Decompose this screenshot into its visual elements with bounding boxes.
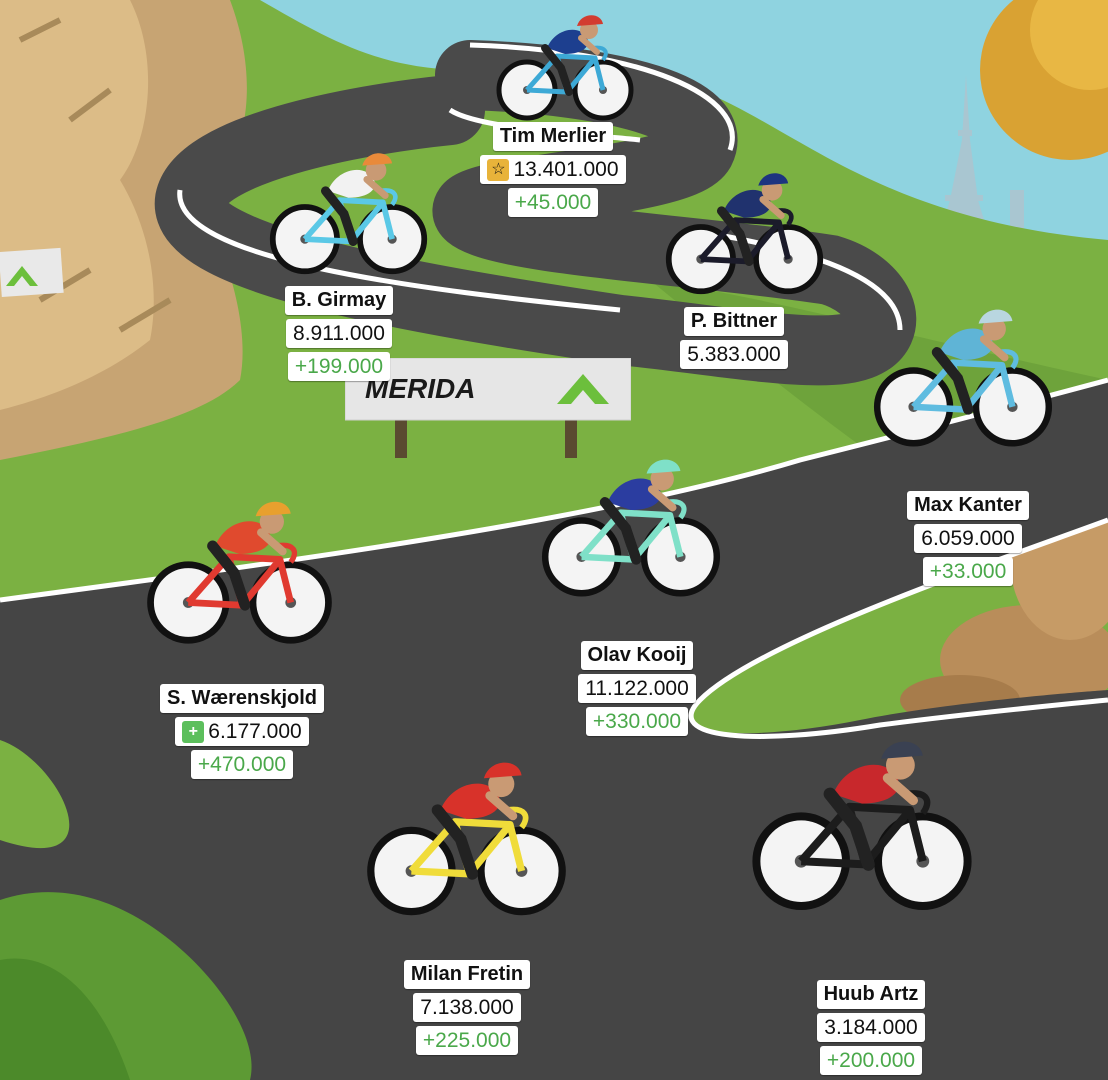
merida-logo-icon <box>6 266 38 286</box>
rider-label-max-kanter[interactable]: Max Kanter 6.059.000 +33.000 <box>907 491 1029 586</box>
rider-value: +6.177.000 <box>175 717 309 746</box>
rider-label-s-waerenskjold[interactable]: S. Wærenskjold +6.177.000 +470.000 <box>159 684 325 779</box>
rider-label-tim-merlier[interactable]: Tim Merlier ☆13.401.000 +45.000 <box>480 122 626 217</box>
rider-huub-artz[interactable] <box>750 730 974 914</box>
rider-delta: +225.000 <box>415 1026 519 1055</box>
rider-name: Huub Artz <box>816 980 926 1009</box>
plus-icon: + <box>182 720 205 743</box>
rider-delta: +33.000 <box>922 557 1014 586</box>
rider-name: P. Bittner <box>683 307 785 336</box>
rider-delta: +330.000 <box>585 707 689 736</box>
rider-name: B. Girmay <box>284 286 394 315</box>
rider-value: 11.122.000 <box>578 674 696 703</box>
rider-label-p-bittner[interactable]: P. Bittner 5.383.000 <box>680 307 788 369</box>
rider-name: S. Wærenskjold <box>159 684 325 713</box>
merida-logo-icon <box>557 374 609 404</box>
rider-delta: +199.000 <box>287 352 391 381</box>
rider-value-text: 6.059.000 <box>921 527 1015 550</box>
rider-name: Olav Kooij <box>580 641 694 670</box>
rider-name: Tim Merlier <box>492 122 614 151</box>
star-icon: ☆ <box>487 158 510 181</box>
rider-value-text: 3.184.000 <box>824 1016 918 1039</box>
rider-value: 7.138.000 <box>413 993 521 1022</box>
rider-olav-kooij[interactable] <box>540 450 722 600</box>
rider-value-text: 13.401.000 <box>513 158 619 181</box>
rider-label-b-girmay[interactable]: B. Girmay 8.911.000 +199.000 <box>284 286 394 381</box>
rider-label-olav-kooij[interactable]: Olav Kooij 11.122.000 +330.000 <box>578 641 696 736</box>
rider-value-text: 5.383.000 <box>687 343 781 366</box>
rider-b-girmay[interactable] <box>268 145 429 277</box>
rider-value-text: 7.138.000 <box>420 996 514 1019</box>
rider-label-milan-fretin[interactable]: Milan Fretin 7.138.000 +225.000 <box>403 960 531 1055</box>
rider-value: 5.383.000 <box>680 340 788 369</box>
rider-value: 8.911.000 <box>286 319 392 348</box>
rider-label-huub-artz[interactable]: Huub Artz 3.184.000 +200.000 <box>816 980 926 1075</box>
rider-name: Max Kanter <box>907 491 1029 520</box>
rider-milan-fretin[interactable] <box>365 752 568 919</box>
rider-value: ☆13.401.000 <box>480 155 626 184</box>
rider-delta: +470.000 <box>190 750 294 779</box>
rider-max-kanter[interactable] <box>872 300 1054 450</box>
rider-value-text: 11.122.000 <box>585 677 689 700</box>
rider-p-bittner[interactable] <box>664 165 825 297</box>
rider-delta: +200.000 <box>819 1046 923 1075</box>
rider-value: 6.059.000 <box>914 524 1022 553</box>
rider-value-text: 6.177.000 <box>208 720 302 743</box>
rider-value-text: 8.911.000 <box>293 322 385 345</box>
rider-delta: +45.000 <box>507 188 599 217</box>
rider-s-waerenskjold[interactable] <box>145 492 334 647</box>
rider-name: Milan Fretin <box>403 960 531 989</box>
rider-value: 3.184.000 <box>817 1013 925 1042</box>
rider-tim-merlier[interactable] <box>495 8 635 123</box>
